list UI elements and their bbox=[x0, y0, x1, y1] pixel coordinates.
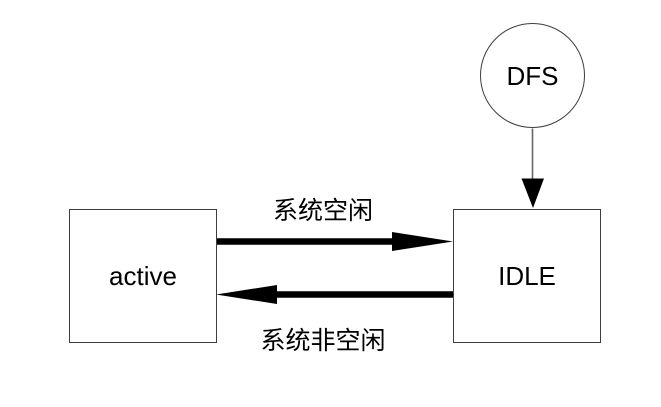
edge-label-system-idle: 系统空闲 bbox=[272, 197, 374, 225]
node-idle-label: IDLE bbox=[498, 261, 556, 291]
edge-active-to-idle bbox=[216, 232, 453, 251]
node-active-label: active bbox=[109, 261, 177, 291]
edge-dfs-to-idle-arrowhead bbox=[521, 178, 544, 208]
node-dfs-label: DFS bbox=[506, 60, 559, 91]
edge-dfs-to-idle bbox=[521, 128, 544, 208]
edge-label-system-not-idle: 系统非空闲 bbox=[260, 327, 386, 355]
edge-idle-to-active bbox=[216, 285, 453, 304]
node-dfs: DFS bbox=[480, 23, 585, 128]
node-active: active bbox=[69, 209, 217, 343]
edge-active-to-idle-arrowhead bbox=[392, 232, 453, 251]
edge-idle-to-active-arrowhead bbox=[216, 285, 277, 304]
node-idle: IDLE bbox=[453, 209, 601, 343]
